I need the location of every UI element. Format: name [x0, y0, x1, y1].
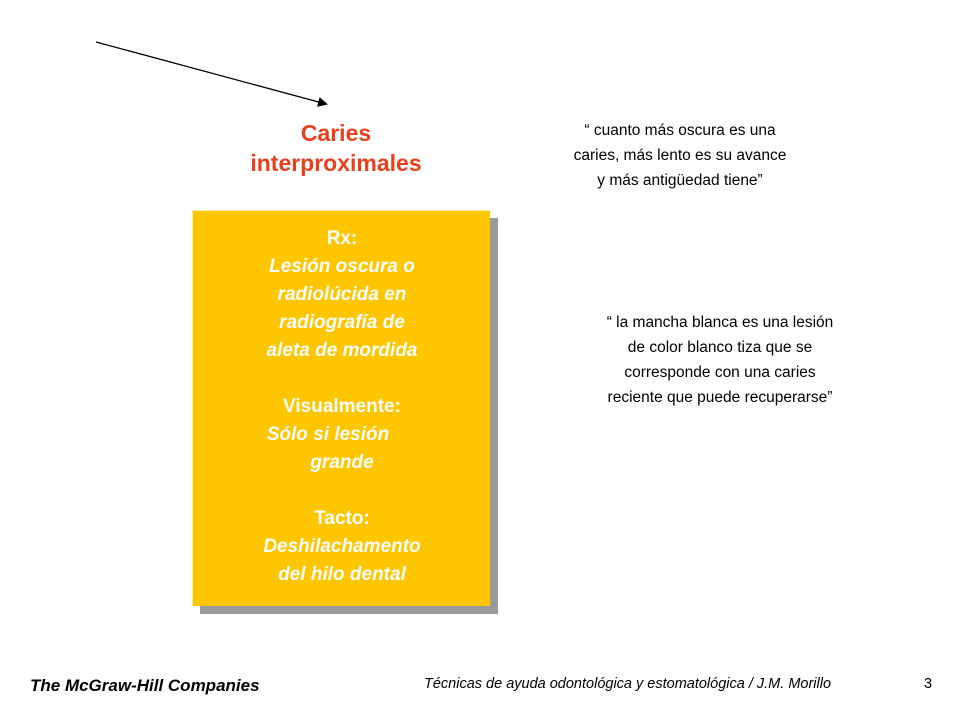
quote-dark-caries: “ cuanto más oscura es una caries, más l… — [560, 118, 800, 193]
tacto-heading: Tacto: — [314, 508, 370, 529]
rx-line: radiografía de — [279, 312, 405, 333]
quote-line: reciente que puede recuperarse” — [607, 389, 833, 406]
rx-line: aleta de mordida — [266, 340, 418, 361]
tacto-line: del hilo dental — [278, 564, 406, 585]
info-box: Rx: Lesión oscura o radiolúcida en radio… — [192, 210, 490, 606]
footer-book-title: Técnicas de ayuda odontológica y estomat… — [424, 676, 832, 692]
quote-line: “ la mancha blanca es una lesión — [606, 314, 834, 331]
quote-line: de color blanco tiza que se — [627, 339, 813, 356]
rx-line: radiolúcida en — [277, 284, 407, 305]
rx-heading: Rx: — [326, 228, 358, 249]
rx-line: Lesión oscura o — [269, 256, 415, 277]
quote-line: caries, más lento es su avance — [573, 147, 787, 164]
info-box-text: Rx: Lesión oscura o radiolúcida en radio… — [193, 225, 491, 589]
title-line: Caries — [300, 120, 372, 146]
quote-line: y más antigüedad tiene” — [597, 172, 763, 189]
title-line: interproximales — [250, 150, 422, 176]
quote-white-spot: “ la mancha blanca es una lesión de colo… — [560, 310, 880, 410]
quote-line: corresponde con una caries — [624, 364, 816, 381]
visual-line: Sólo si lesión — [266, 424, 390, 445]
visual-heading: Visualmente: — [283, 396, 401, 417]
quote-line: “ cuanto más oscura es una — [584, 122, 776, 139]
visual-line: grande — [310, 452, 374, 473]
footer-company: The McGraw-Hill Companies — [30, 676, 260, 695]
slide-title: Caries interproximales — [200, 118, 472, 178]
tacto-line: Deshilachamento — [263, 536, 421, 557]
page-number: 3 — [924, 676, 933, 692]
